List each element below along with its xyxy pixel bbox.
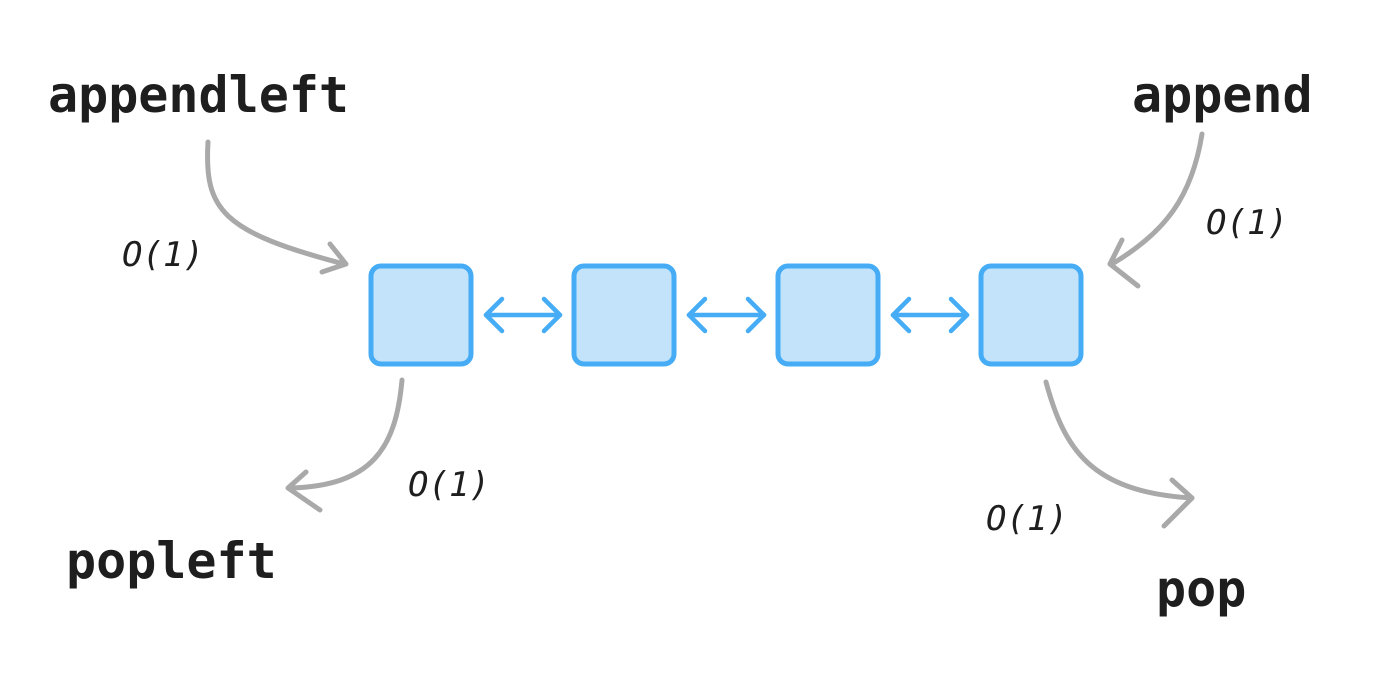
pop-cost: O(1): [986, 499, 1068, 539]
appendleft-arrow: [205, 139, 349, 275]
appendleft-cost: O(1): [122, 235, 204, 275]
popleft-arrow: [285, 377, 405, 513]
deque-node-1: [368, 263, 474, 367]
deque-node-2: [571, 263, 677, 367]
append-label: append: [1132, 66, 1313, 124]
deque-node-4: [978, 263, 1084, 367]
node-link-1-2: [483, 296, 563, 334]
pop-label: pop: [1156, 560, 1246, 618]
append-cost: O(1): [1206, 203, 1288, 243]
popleft-cost: O(1): [408, 465, 490, 505]
deque-node-3: [775, 263, 881, 367]
appendleft-label: appendleft: [48, 66, 349, 124]
node-link-3-4: [890, 296, 970, 334]
pop-arrow: [1043, 379, 1195, 529]
popleft-label: popleft: [66, 532, 277, 590]
node-link-2-3: [686, 296, 767, 334]
append-arrow: [1107, 131, 1205, 289]
